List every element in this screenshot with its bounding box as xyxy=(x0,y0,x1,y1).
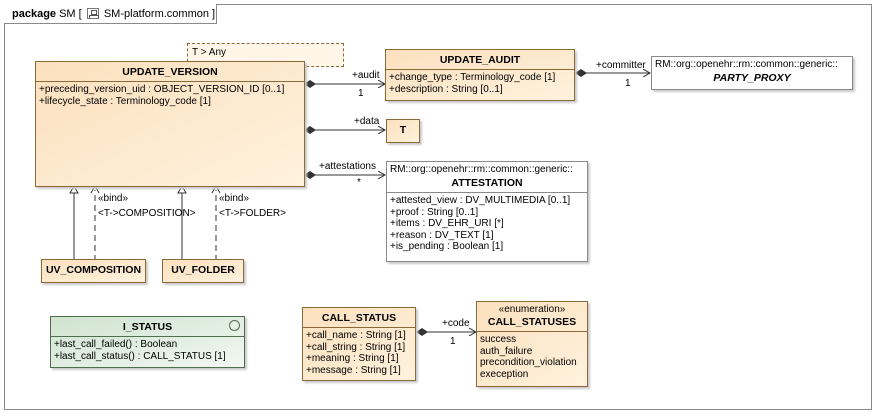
assoc-code-diamond xyxy=(416,328,428,336)
attribute: +call_string : String [1] xyxy=(306,341,406,353)
bind-uv-folder-arrow xyxy=(211,184,221,194)
interface-i-status[interactable]: I_STATUS +last_call_failed() : Boolean +… xyxy=(50,316,245,368)
assoc-attestations-diamond xyxy=(304,171,316,179)
template-parameter-text: T > Any xyxy=(192,47,227,58)
mult-committer: 1 xyxy=(625,78,631,89)
class-name: PARTY_PROXY xyxy=(713,72,791,84)
package-label: package SM [ SM-platform.common ] xyxy=(12,8,215,20)
gen-uv-folder-triangle xyxy=(177,184,187,194)
gen-uv-composition-triangle xyxy=(69,184,79,194)
attribute: +is_pending : Boolean [1] xyxy=(390,241,504,252)
package-name: SM [ xyxy=(59,8,82,20)
class-name: ATTESTATION xyxy=(451,177,523,189)
interface-icon xyxy=(229,320,240,331)
literal-list: success auth_failure precondition_violat… xyxy=(477,332,587,382)
attribute: +description : String [0..1] xyxy=(389,83,503,95)
operation: +last_call_failed() : Boolean xyxy=(54,339,178,350)
role-committer: +committer xyxy=(596,60,646,71)
class-name: UPDATE_VERSION xyxy=(122,66,218,78)
attribute-list: +preceding_version_uid : OBJECT_VERSION_… xyxy=(36,82,304,109)
class-party-proxy[interactable]: RM::org::openehr::rm::common::generic:: … xyxy=(651,56,853,90)
class-name: I_STATUS xyxy=(122,321,173,333)
class-name: CALL_STATUS xyxy=(321,312,397,324)
stereotype-label: «enumeration» xyxy=(498,304,566,315)
role-data: +data xyxy=(354,116,380,127)
attribute-list: +change_type : Terminology_code [1] +des… xyxy=(386,70,574,97)
class-qualifier: RM::org::openehr::rm::common::generic:: xyxy=(655,59,838,70)
package-diagram-icon xyxy=(86,8,99,19)
attribute: +preceding_version_uid : OBJECT_VERSION_… xyxy=(39,84,285,95)
class-name: UV_FOLDER xyxy=(171,264,235,276)
assoc-committer-diamond xyxy=(575,69,587,77)
bind-label-composition: <T->COMPOSITION> xyxy=(98,208,196,219)
attribute-list: +attested_view : DV_MULTIMEDIA [0..1] +p… xyxy=(387,193,587,255)
mult-audit: 1 xyxy=(358,88,364,99)
package-path: SM-platform.common ] xyxy=(103,8,216,20)
class-t[interactable]: T xyxy=(386,119,420,143)
operation-list: +last_call_failed() : Boolean +last_call… xyxy=(51,337,244,364)
class-call-status[interactable]: CALL_STATUS +call_name : String [1] +cal… xyxy=(302,307,416,381)
attribute: +attested_view : DV_MULTIMEDIA [0..1] xyxy=(390,195,571,206)
attribute: +change_type : Terminology_code [1] xyxy=(389,72,556,83)
attribute: +call_name : String [1] xyxy=(306,330,406,341)
package-keyword: package xyxy=(12,8,57,20)
class-uv-composition[interactable]: UV_COMPOSITION xyxy=(41,259,146,283)
class-qualifier: RM::org::openehr::rm::common::generic:: xyxy=(390,164,573,175)
package-tab: package SM [ SM-platform.common ] xyxy=(4,4,217,24)
assoc-data-diamond xyxy=(304,126,316,134)
class-update-audit[interactable]: UPDATE_AUDIT +change_type : Terminology_… xyxy=(385,49,575,101)
bind-stereotype-folder: «bind» xyxy=(219,193,250,204)
operation: +last_call_status() : CALL_STATUS [1] xyxy=(54,350,226,362)
bind-label-folder: <T->FOLDER> xyxy=(219,208,286,219)
attribute-list: +call_name : String [1] +call_string : S… xyxy=(303,328,415,378)
enum-literal: precondition_violation xyxy=(480,357,577,368)
class-name: T xyxy=(399,124,407,136)
bind-uv-composition-arrow xyxy=(90,184,100,194)
attribute: +reason : DV_TEXT [1] xyxy=(390,229,494,241)
role-audit: +audit xyxy=(352,70,380,81)
package-frame xyxy=(4,4,872,410)
class-update-version[interactable]: UPDATE_VERSION +preceding_version_uid : … xyxy=(35,61,305,187)
enum-call-statuses[interactable]: «enumeration» CALL_STATUSES success auth… xyxy=(476,301,588,387)
enum-literal: success xyxy=(480,334,517,345)
enum-literal: auth_failure xyxy=(480,345,533,357)
attribute: +meaning : String [1] xyxy=(306,353,399,364)
class-attestation[interactable]: RM::org::openehr::rm::common::generic:: … xyxy=(386,161,588,262)
class-uv-folder[interactable]: UV_FOLDER xyxy=(162,259,244,283)
bind-stereotype-composition: «bind» xyxy=(98,193,129,204)
role-attestations: +attestations xyxy=(319,161,376,172)
class-name: CALL_STATUSES xyxy=(487,316,577,328)
class-name: UV_COMPOSITION xyxy=(45,264,142,276)
assoc-audit-diamond xyxy=(304,80,316,88)
enum-literal: exeception xyxy=(480,368,529,380)
mult-code: 1 xyxy=(450,336,456,347)
attribute: +lifecycle_state : Terminology_code [1] xyxy=(39,95,211,107)
attribute: +proof : String [0..1] xyxy=(390,206,479,218)
mult-attestations: * xyxy=(357,177,361,188)
attribute: +items : DV_EHR_URI [*] xyxy=(390,218,504,229)
role-code: +code xyxy=(442,318,470,329)
class-name: UPDATE_AUDIT xyxy=(439,54,521,66)
attribute: +message : String [1] xyxy=(306,364,401,376)
